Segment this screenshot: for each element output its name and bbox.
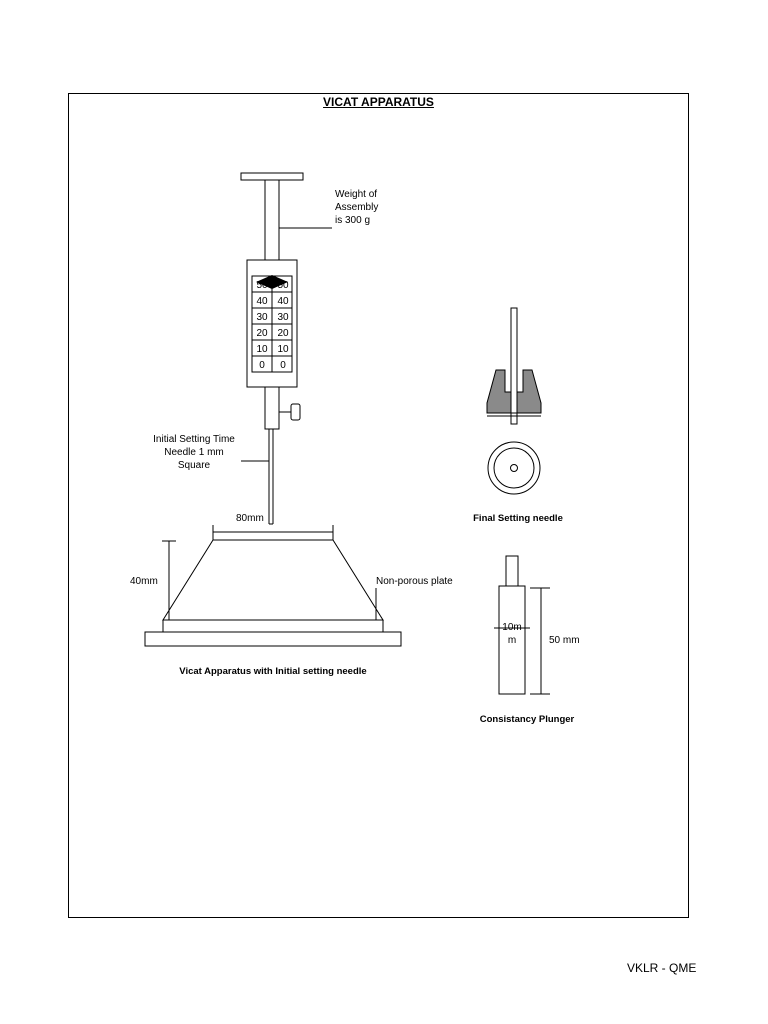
main-caption: Vicat Apparatus with Initial setting nee… — [179, 666, 366, 677]
mould — [162, 539, 384, 621]
final-caption: Final Setting needle — [473, 513, 563, 524]
top-cap — [240, 172, 304, 181]
scale-left-label: 0 — [259, 360, 265, 371]
base-plate — [144, 631, 402, 647]
needle-label-2: Needle 1 mm — [164, 447, 223, 458]
pointer-arrow — [256, 275, 288, 289]
final-needle-top-view-outer — [487, 441, 541, 495]
scale-window — [251, 275, 293, 373]
weight-label-2: Assembly — [335, 202, 378, 213]
scale-right-label: 30 — [277, 312, 289, 323]
scale-left-label: 50 — [256, 280, 268, 291]
upper-rod — [264, 179, 280, 261]
footer-code: VKLR - QME — [627, 961, 697, 975]
scale-right-label: 50 — [277, 280, 289, 291]
needle-label-3: Square — [178, 460, 211, 471]
plunger-body — [498, 585, 526, 695]
plate-label: Non-porous plate — [376, 576, 453, 587]
plunger-caption: Consistancy Plunger — [480, 714, 575, 725]
page-title: VICAT APPARATUS — [323, 95, 434, 109]
lower-rod — [264, 386, 280, 430]
final-needle-rod — [510, 307, 518, 425]
scale-right-label: 0 — [280, 360, 286, 371]
final-collar-left — [486, 369, 512, 414]
scale-right-label: 10 — [277, 344, 289, 355]
screw-knob — [290, 403, 301, 421]
scale-right-label: 20 — [277, 328, 289, 339]
scale-labels: 50 50 40 40 30 30 20 20 10 10 0 0 — [256, 280, 289, 371]
drawing-frame — [68, 93, 689, 918]
scale-right-label: 40 — [277, 296, 289, 307]
plunger-10-label-2: m — [508, 635, 516, 646]
scale-left-label: 40 — [256, 296, 268, 307]
dim-50-label: 50 mm — [549, 635, 580, 646]
final-needle-top-view-center — [510, 464, 518, 472]
weight-label-3: is 300 g — [335, 215, 370, 226]
scale-left-label: 30 — [256, 312, 268, 323]
final-needle-top-view-inner — [493, 447, 535, 489]
needle-label-1: Initial Setting Time — [153, 434, 235, 445]
weight-label-1: Weight of — [335, 189, 377, 200]
scale-left-label: 10 — [256, 344, 268, 355]
plunger-10-label-1: 10m — [502, 622, 521, 633]
final-collar-right — [516, 369, 542, 414]
non-porous-plate — [162, 619, 384, 633]
scale-left-label: 20 — [256, 328, 268, 339]
plunger-rod — [505, 555, 519, 587]
dim-40-label: 40mm — [130, 576, 158, 587]
dim-80-label: 80mm — [236, 513, 264, 524]
